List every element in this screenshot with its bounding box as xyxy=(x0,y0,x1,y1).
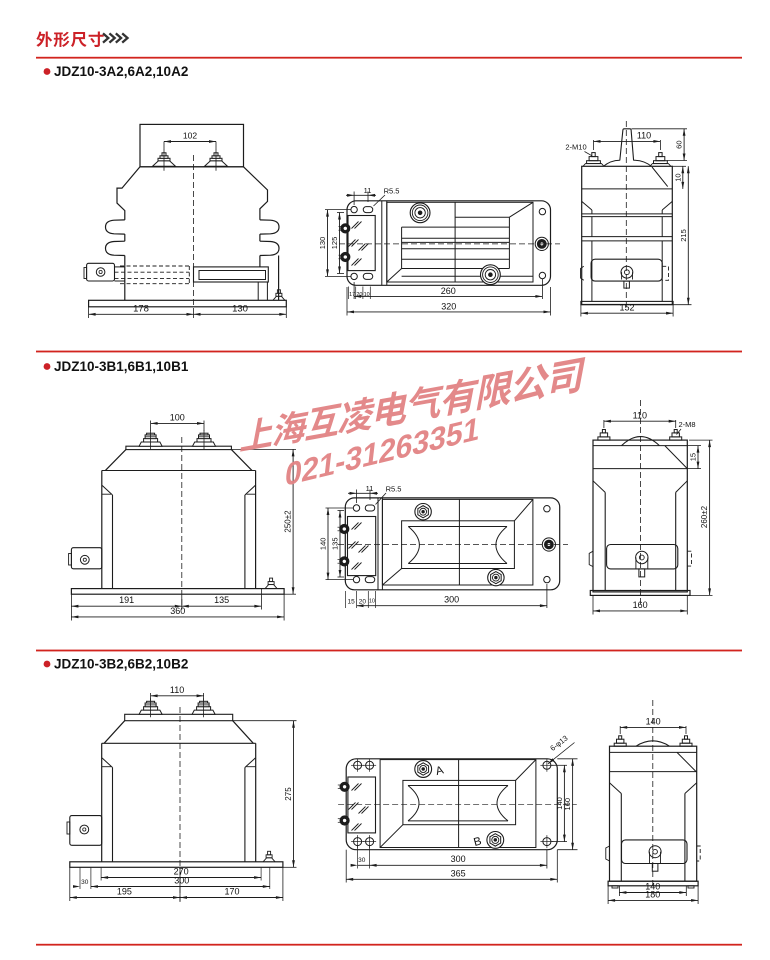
svg-text:360: 360 xyxy=(170,606,185,616)
svg-text:60: 60 xyxy=(675,140,684,148)
svg-text:300: 300 xyxy=(174,876,189,886)
svg-text:2-M10: 2-M10 xyxy=(565,143,586,152)
svg-text:R5.5: R5.5 xyxy=(386,484,402,493)
svg-text:140: 140 xyxy=(319,538,328,551)
svg-text:30: 30 xyxy=(81,879,89,886)
svg-text:30: 30 xyxy=(358,857,366,864)
svg-text:160: 160 xyxy=(633,600,648,610)
svg-text:15: 15 xyxy=(689,453,698,461)
svg-text:110: 110 xyxy=(170,685,184,695)
svg-text:17: 17 xyxy=(349,292,355,298)
svg-text:300: 300 xyxy=(451,854,466,864)
svg-text:320: 320 xyxy=(441,301,456,311)
svg-text:B: B xyxy=(472,835,483,849)
svg-text:140: 140 xyxy=(645,882,660,892)
svg-text:152: 152 xyxy=(619,303,634,313)
svg-text:102: 102 xyxy=(183,131,197,141)
svg-text:2-M8: 2-M8 xyxy=(678,420,695,429)
svg-text:A: A xyxy=(434,764,445,778)
svg-text:R5.5: R5.5 xyxy=(384,186,400,195)
svg-text:180: 180 xyxy=(645,889,660,899)
svg-text:11: 11 xyxy=(364,186,372,195)
svg-text:JDZ10-3A2,6A2,10A2: JDZ10-3A2,6A2,10A2 xyxy=(54,64,188,79)
svg-text:10: 10 xyxy=(673,173,682,181)
svg-text:365: 365 xyxy=(451,868,466,878)
svg-text:160: 160 xyxy=(563,798,572,811)
svg-text:170: 170 xyxy=(224,887,239,897)
svg-text:11: 11 xyxy=(366,484,374,493)
svg-text:130: 130 xyxy=(318,237,327,250)
svg-text:JDZ10-3B1,6B1,10B1: JDZ10-3B1,6B1,10B1 xyxy=(54,359,189,374)
svg-text:20: 20 xyxy=(359,599,367,606)
svg-text:260±2: 260±2 xyxy=(700,505,709,528)
svg-text:100: 100 xyxy=(170,412,185,422)
svg-text:130: 130 xyxy=(232,304,248,315)
svg-text:195: 195 xyxy=(117,887,132,897)
svg-text:135: 135 xyxy=(331,537,340,550)
svg-text:260: 260 xyxy=(441,286,456,296)
svg-text:140: 140 xyxy=(555,797,564,810)
svg-text:15: 15 xyxy=(347,599,355,606)
svg-text:125: 125 xyxy=(330,237,339,250)
svg-text:10: 10 xyxy=(369,599,375,605)
svg-text:191: 191 xyxy=(119,595,134,605)
svg-text:10: 10 xyxy=(364,292,370,298)
svg-text:20: 20 xyxy=(356,292,362,298)
svg-text:JDZ10-3B2,6B2,10B2: JDZ10-3B2,6B2,10B2 xyxy=(54,657,188,672)
svg-text:300: 300 xyxy=(444,595,459,605)
svg-text:270: 270 xyxy=(174,867,189,877)
svg-text:250±2: 250±2 xyxy=(283,510,292,533)
svg-text:275: 275 xyxy=(284,787,293,801)
svg-text:110: 110 xyxy=(637,131,651,141)
svg-text:215: 215 xyxy=(679,229,688,242)
svg-text:110: 110 xyxy=(633,410,647,420)
svg-text:178: 178 xyxy=(133,304,149,315)
svg-text:135: 135 xyxy=(214,595,229,605)
